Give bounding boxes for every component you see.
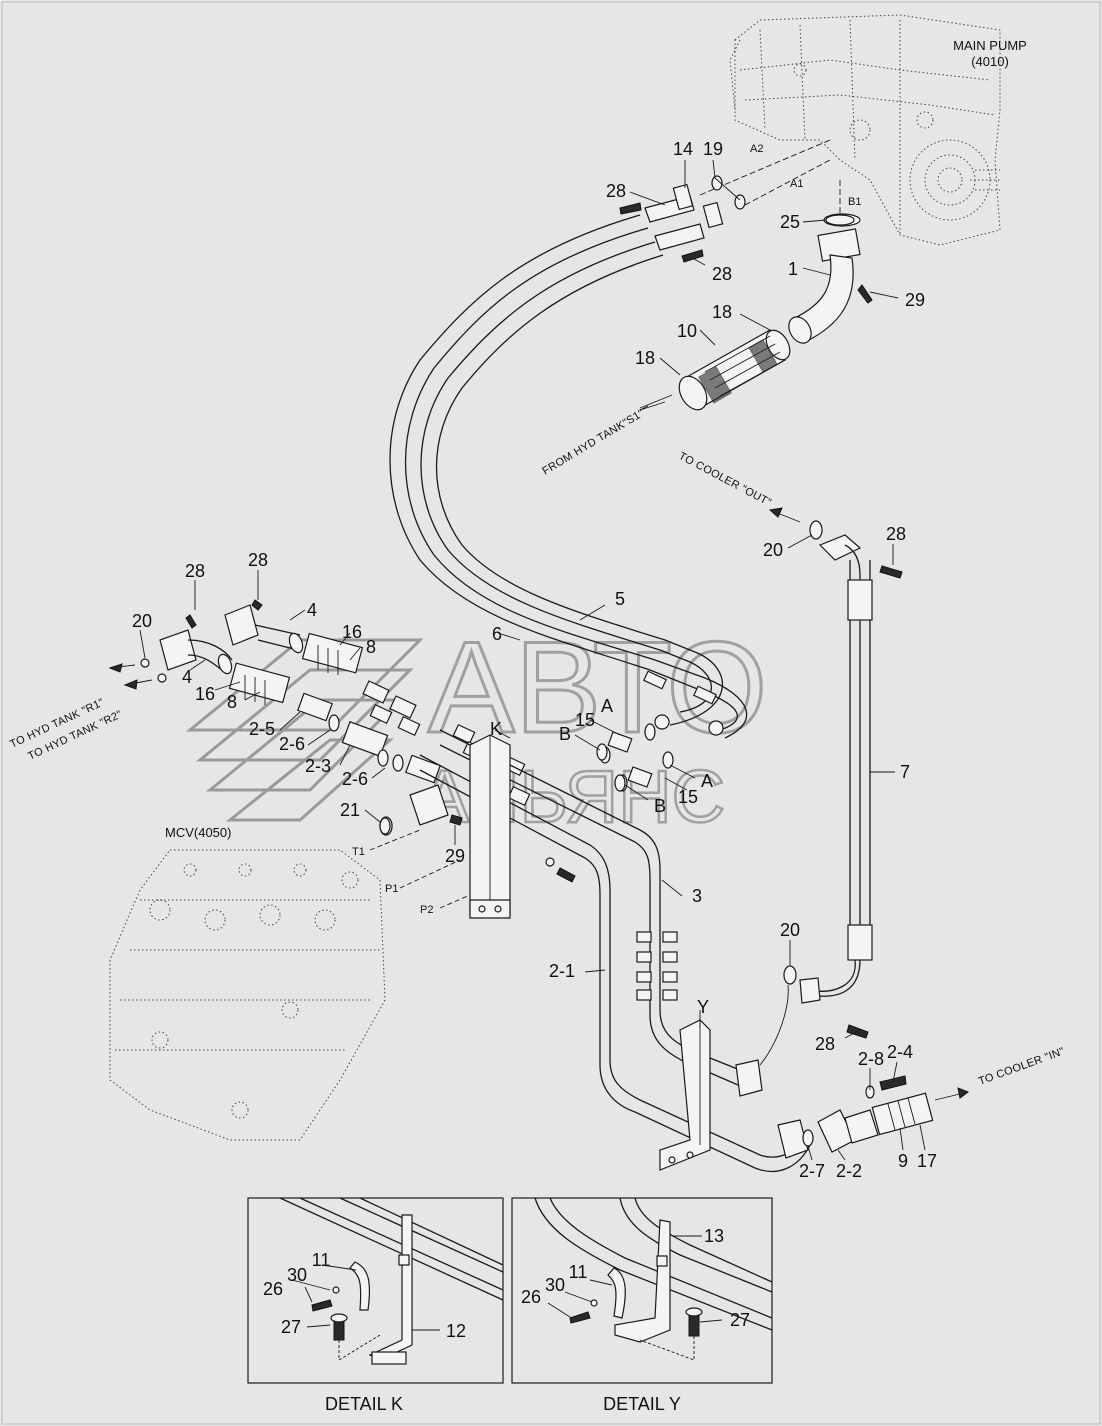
callout-2-4: 2-4 <box>887 1042 913 1062</box>
callout-detail-y: Y <box>697 997 709 1017</box>
callout-9: 9 <box>898 1151 908 1171</box>
detail-y-callout-26: 26 <box>521 1287 541 1307</box>
flow-arrows <box>108 507 970 1101</box>
callout-2-6: 2-6 <box>342 769 368 789</box>
detail-y-callout-30: 30 <box>545 1275 565 1295</box>
callout-5: 5 <box>615 589 625 609</box>
part-number-callouts: 28 14 19 25 28 1 29 18 10 18 20 28 28 28… <box>132 139 937 1181</box>
callout-2-7: 2-7 <box>799 1161 825 1181</box>
main-pump-code: (4010) <box>971 54 1009 69</box>
callout-4: 4 <box>307 600 317 620</box>
port-p2: P2 <box>420 904 433 916</box>
callout-20: 20 <box>780 920 800 940</box>
callout-10: 10 <box>677 321 697 341</box>
callout-1: 1 <box>788 259 798 279</box>
fittings-column <box>636 931 678 1001</box>
mcv-label: MCV(4050) <box>165 825 231 840</box>
callout-19: 19 <box>703 139 723 159</box>
callout-18: 18 <box>635 348 655 368</box>
callout-28: 28 <box>248 550 268 570</box>
callout-29: 29 <box>905 290 925 310</box>
callout-leaders <box>139 159 926 1161</box>
callout-8: 8 <box>366 637 376 657</box>
detail-y-title: DETAIL Y <box>603 1394 681 1414</box>
callout-2-8: 2-8 <box>858 1049 884 1069</box>
callout-25: 25 <box>780 212 800 232</box>
callout-16: 16 <box>342 622 362 642</box>
callout-b: B <box>654 796 666 816</box>
port-p1: P1 <box>385 883 398 895</box>
hose-5-6 <box>389 214 748 739</box>
callout-20: 20 <box>132 611 152 631</box>
detail-y-callout-13: 13 <box>704 1226 724 1246</box>
callout-detail-k: K <box>490 719 502 739</box>
callout-2-6: 2-6 <box>279 734 305 754</box>
callout-18: 18 <box>712 302 732 322</box>
main-pump-label: MAIN PUMP <box>953 38 1027 53</box>
watermark-text-1: АВТО <box>428 614 767 760</box>
callout-b: B <box>559 724 571 744</box>
callout-16: 16 <box>195 684 215 704</box>
return-lines-left <box>109 599 364 705</box>
callout-8: 8 <box>227 692 237 712</box>
callout-3: 3 <box>692 886 702 906</box>
callout-28: 28 <box>185 561 205 581</box>
detail-k-callout-30: 30 <box>287 1265 307 1285</box>
detail-k-callout-26: 26 <box>263 1279 283 1299</box>
cooler-in-fittings <box>802 1075 934 1153</box>
callout-14: 14 <box>673 139 693 159</box>
main-pump <box>729 14 1001 246</box>
o-rings <box>379 214 855 985</box>
callout-28: 28 <box>815 1034 835 1054</box>
hose-fittings-pump <box>619 175 746 263</box>
port-a1: A1 <box>790 178 803 190</box>
callout-2-5: 2-5 <box>249 719 275 739</box>
callout-17: 17 <box>917 1151 937 1171</box>
detail-k-callout-12: 12 <box>446 1321 466 1341</box>
callout-28: 28 <box>712 264 732 284</box>
callout-2-3: 2-3 <box>305 756 331 776</box>
pipe-7 <box>799 534 903 1039</box>
callout-a: A <box>701 771 713 791</box>
bracket-k <box>469 734 511 919</box>
tube-bundle-2-1-and-3 <box>419 729 811 1173</box>
callout-2-2: 2-2 <box>836 1161 862 1181</box>
detail-y-callout-27: 27 <box>730 1310 750 1330</box>
callout-28: 28 <box>606 181 626 201</box>
callout-15: 15 <box>575 710 595 730</box>
detail-k-callout-27: 27 <box>281 1317 301 1337</box>
callout-29: 29 <box>445 846 465 866</box>
detail-y-callout-11: 11 <box>569 1262 588 1282</box>
callout-15: 15 <box>678 787 698 807</box>
callout-6: 6 <box>492 624 502 644</box>
port-t1: T1 <box>352 846 365 858</box>
mcv-valve <box>109 849 386 1141</box>
suction-hose-10 <box>678 329 791 411</box>
callout-28: 28 <box>886 524 906 544</box>
detail-k-panel: 11 30 26 27 12 <box>247 1197 504 1384</box>
detail-k-title: DETAIL K <box>325 1394 403 1414</box>
callout-4: 4 <box>182 667 192 687</box>
callout-a: A <box>601 696 613 716</box>
port-a2: A2 <box>750 143 763 155</box>
callout-2-1: 2-1 <box>549 961 575 981</box>
port-b1: B1 <box>848 196 861 208</box>
detail-k-callout-11: 11 <box>312 1250 331 1270</box>
callout-21: 21 <box>340 800 360 820</box>
bracket-y <box>659 1019 711 1171</box>
callout-20: 20 <box>763 540 783 560</box>
detail-y-panel: 11 30 26 13 27 <box>511 1197 773 1384</box>
callout-7: 7 <box>900 762 910 782</box>
